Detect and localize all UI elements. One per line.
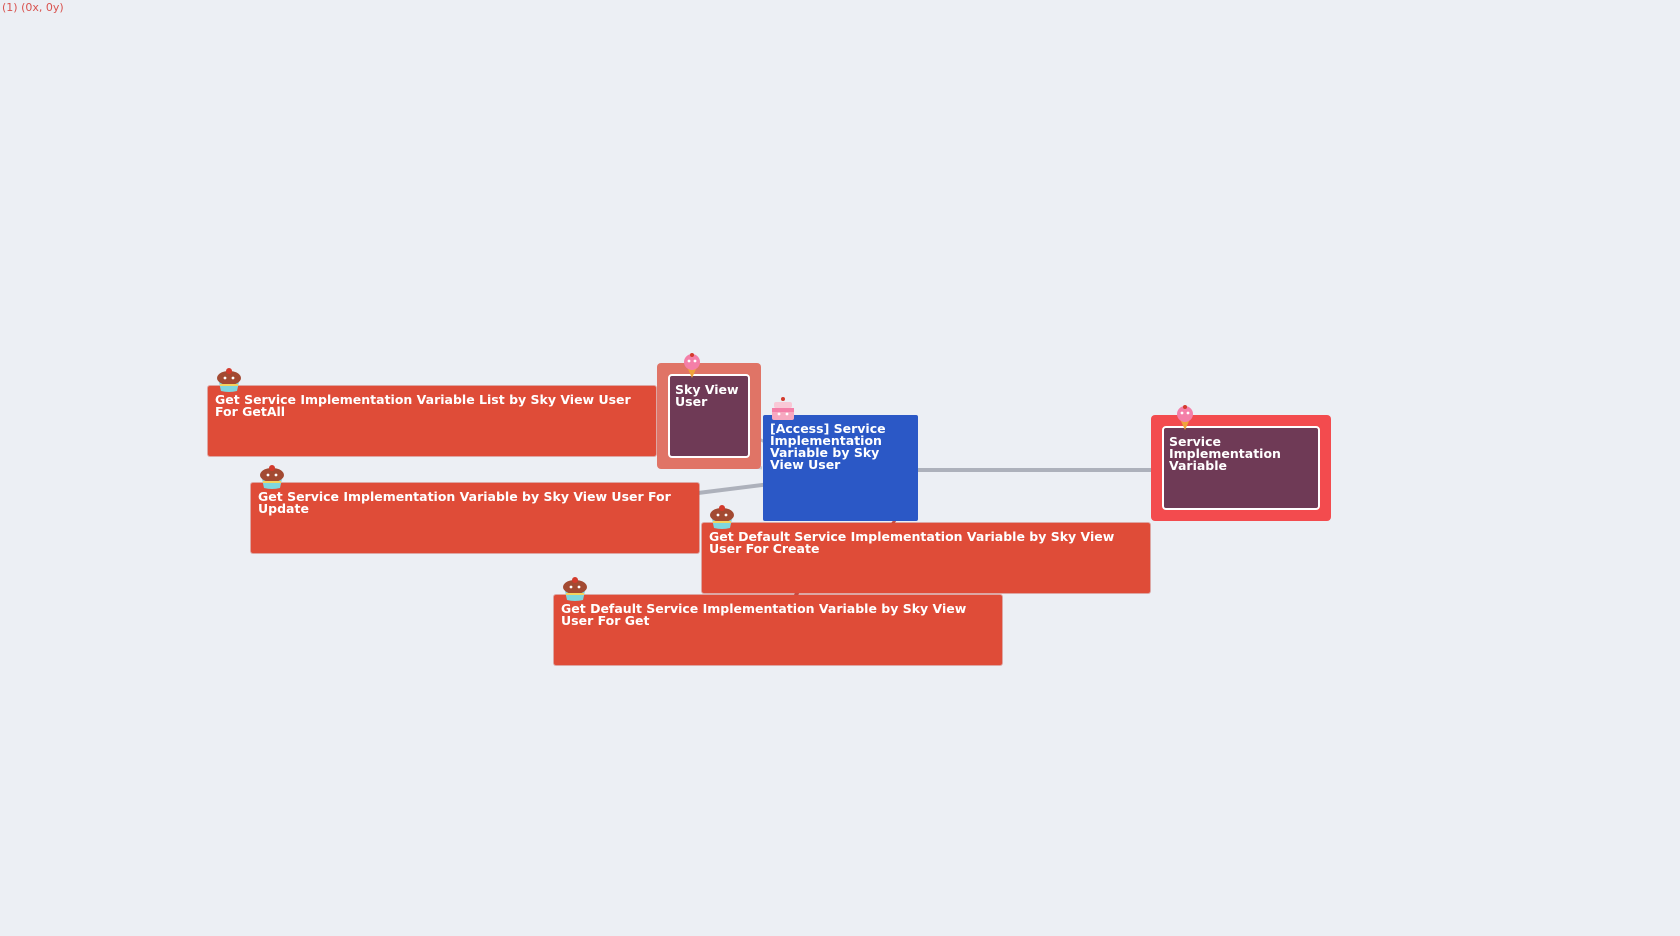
node-label: Get Service Implementation Variable List… [215, 392, 631, 419]
edge-update-to-access [689, 482, 771, 496]
node-get-default-create[interactable]: Get Default Service Implementation Varia… [702, 523, 1150, 593]
node-access[interactable]: [Access] Service Implementation Variable… [763, 415, 918, 521]
node-get-default-get[interactable]: Get Default Service Implementation Varia… [554, 595, 1002, 665]
entity-box: Sky View User [668, 374, 750, 458]
node-sky-view-user[interactable]: Sky View User [657, 363, 761, 469]
cupcake-icon [260, 465, 284, 489]
node-label: [Access] Service Implementation Variable… [770, 421, 886, 472]
cupcake-icon [563, 577, 587, 601]
node-get-all[interactable]: Get Service Implementation Variable List… [208, 386, 656, 456]
cupcake-icon [710, 505, 734, 529]
entity-box: Service Implementation Variable [1162, 426, 1320, 510]
ice-cream-icon [1177, 405, 1193, 430]
node-label: Sky View User [675, 382, 739, 409]
node-label: Get Service Implementation Variable by S… [258, 489, 671, 516]
cake-icon [772, 397, 794, 420]
node-service-implementation-variable[interactable]: Service Implementation Variable [1151, 415, 1331, 521]
cupcake-icon [217, 368, 241, 392]
node-get-update[interactable]: Get Service Implementation Variable by S… [251, 483, 699, 553]
node-label: Get Default Service Implementation Varia… [561, 601, 967, 628]
node-label: Get Default Service Implementation Varia… [709, 529, 1115, 556]
node-label: Service Implementation Variable [1169, 434, 1281, 473]
coordinate-readout: (1) (0x, 0y) [2, 1, 64, 14]
ice-cream-icon [684, 353, 700, 378]
